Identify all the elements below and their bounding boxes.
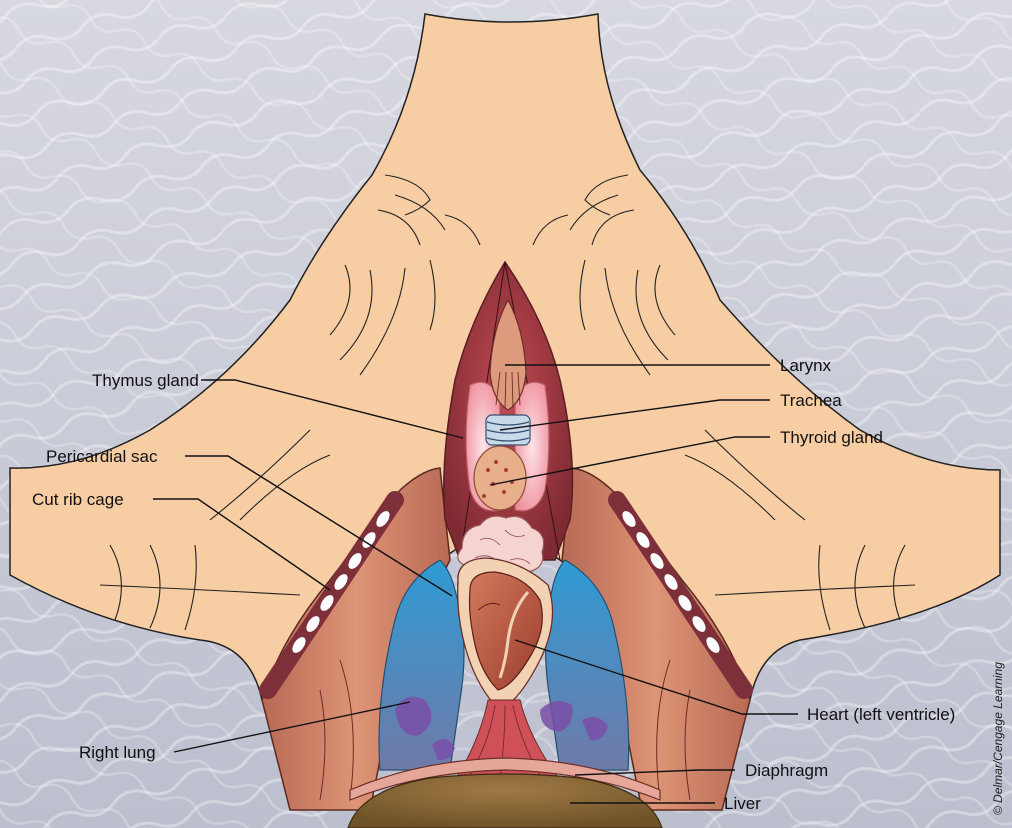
label-pericardial-sac: Pericardial sac — [46, 447, 158, 466]
label-liver: Liver — [724, 794, 761, 813]
label-cut-rib-cage: Cut rib cage — [32, 490, 124, 509]
label-diaphragm: Diaphragm — [745, 761, 828, 780]
label-larynx: Larynx — [780, 356, 832, 375]
trachea — [486, 415, 530, 445]
label-thyroid-gland: Thyroid gland — [780, 428, 883, 447]
thyroid-gland — [474, 446, 526, 510]
label-right-lung: Right lung — [79, 743, 156, 762]
copyright-credit: © Delmar/Cengage Learning — [991, 662, 1005, 815]
label-thymus-gland: Thymus gland — [92, 371, 199, 390]
label-trachea: Trachea — [780, 391, 842, 410]
label-heart: Heart (left ventricle) — [807, 705, 955, 724]
